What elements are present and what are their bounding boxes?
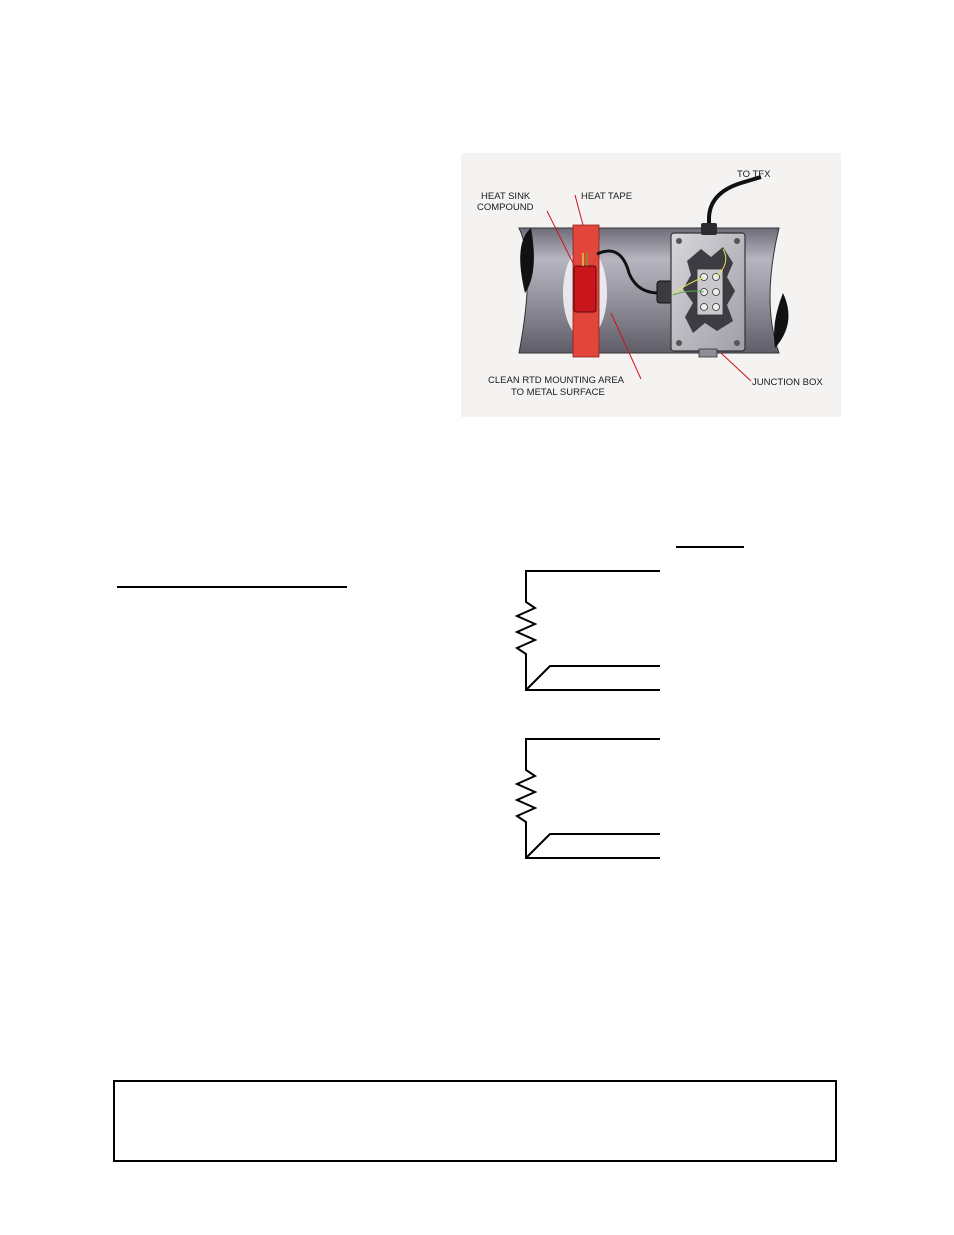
schematic-2-wires <box>514 738 660 859</box>
callout-heat-tape: HEAT TAPE <box>581 191 632 202</box>
pipe-left-opening <box>520 228 534 293</box>
rtd-installation-illustration: HEAT SINK COMPOUND HEAT TAPE TO TFX CLEA… <box>461 153 841 417</box>
callout-clean-rtd-line2: TO METAL SURFACE <box>511 387 605 398</box>
rtd-sensor <box>573 265 597 313</box>
pipe-right-opening <box>774 293 789 348</box>
callout-heat-sink-compound-line1: HEAT SINK <box>481 191 531 202</box>
callout-junction-box: JUNCTION BOX <box>752 377 823 388</box>
callout-to-tfx: TO TFX <box>737 169 771 180</box>
tfx-cable <box>707 175 762 233</box>
section-heading-underline <box>117 586 347 588</box>
schematic-2-sense-wire <box>525 833 660 859</box>
rtd-cable <box>596 249 660 295</box>
rtd-schematic-2 <box>510 734 670 862</box>
column-heading-underline <box>676 546 744 548</box>
callout-clean-rtd-line1: CLEAN RTD MOUNTING AREA <box>488 375 625 386</box>
note-box <box>113 1080 837 1162</box>
schematic-1-sense-wire <box>525 665 660 691</box>
callout-heat-sink-compound-line2: COMPOUND <box>477 202 534 213</box>
schematic-1-wires <box>514 570 660 691</box>
rtd-schematic-1 <box>510 566 670 694</box>
